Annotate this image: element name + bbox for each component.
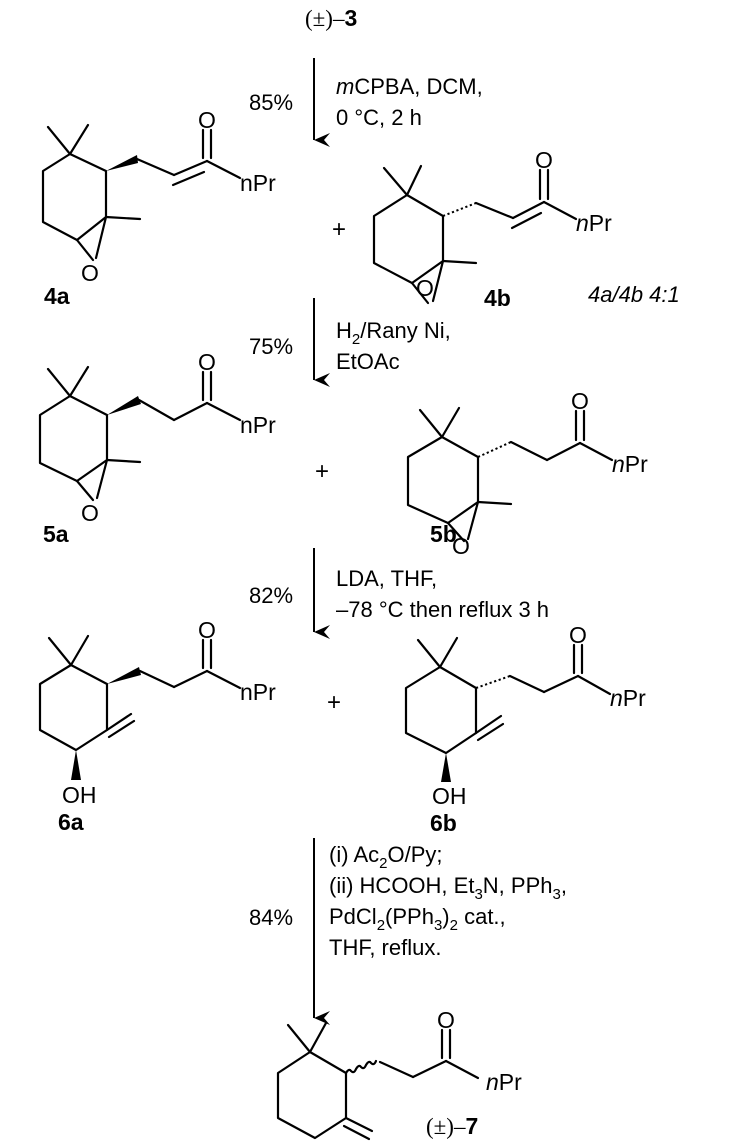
structure-6a: O nPr OH 6a <box>38 617 276 835</box>
condition-text: , <box>561 873 567 898</box>
condition-text: /Rany Ni, <box>360 318 450 343</box>
yield-step-2: 75% <box>249 334 293 359</box>
condition-text: m <box>336 74 354 99</box>
starting-material-label: (±)–3 <box>305 5 357 31</box>
condition-text: (i) Ac <box>329 842 379 867</box>
conditions-step-2: H2/Rany Ni, EtOAc <box>336 318 451 374</box>
compound-label-4b: 4b <box>484 285 511 311</box>
condition-text: CPBA, DCM, <box>354 74 482 99</box>
npr-group-5a: nPr <box>240 412 276 438</box>
compound-label-5a: 5a <box>43 521 69 547</box>
yield-step-1: 85% <box>249 90 293 115</box>
carbonyl-oxygen-4a: O <box>198 107 216 133</box>
condition-text: 0 °C, 2 h <box>336 105 422 130</box>
condition-text: 2 <box>377 917 385 934</box>
condition-text: O/Py; <box>387 842 442 867</box>
compound-label-6a: 6a <box>58 809 84 835</box>
condition-text: 2 <box>352 331 360 348</box>
condition-text: 2 <box>450 917 458 934</box>
plus-sign-1: + <box>332 216 346 243</box>
structure-4b: O nPr O 4b <box>372 147 612 311</box>
condition-text: 3 <box>474 886 482 903</box>
condition-text: 3 <box>434 917 442 934</box>
structure-5b: O nPr O 5b <box>406 388 648 559</box>
condition-text: H <box>336 318 352 343</box>
carbonyl-oxygen-6a: O <box>198 617 216 643</box>
condition-text: (ii) HCOOH, Et <box>329 873 474 898</box>
yield-step-3: 82% <box>249 583 293 608</box>
carbonyl-oxygen-5b: O <box>571 388 589 414</box>
epoxide-oxygen-5b: O <box>452 533 470 559</box>
carbonyl-oxygen-5a: O <box>198 349 216 375</box>
plus-sign-3: + <box>327 689 341 716</box>
conditions-step-4: (i) Ac2O/Py;(ii) HCOOH, Et3N, PPh3,PdCl2… <box>329 842 567 960</box>
epoxide-oxygen-4a: O <box>81 260 99 286</box>
condition-text: LDA, THF, <box>336 566 437 591</box>
condition-text: –78 °C then reflux 3 h <box>336 597 549 622</box>
compound-label-6b: 6b <box>430 810 457 836</box>
epoxide-oxygen-5a: O <box>81 500 99 526</box>
npr-group-7: nPr <box>486 1069 522 1095</box>
condition-text: EtOAc <box>336 349 400 374</box>
npr-group-6a: nPr <box>240 679 276 705</box>
structure-7: O nPr <box>276 1007 522 1141</box>
compound-label-4a: 4a <box>44 283 70 309</box>
condition-text: cat., <box>458 904 506 929</box>
carbonyl-oxygen-7: O <box>437 1007 455 1033</box>
structure-5a: O nPr O 5a <box>38 349 276 547</box>
hydroxyl-6b: OH <box>432 783 467 809</box>
yield-step-4: 84% <box>249 905 293 930</box>
product-label: (±)–7 <box>426 1113 478 1139</box>
structure-4a: O nPr O 4a <box>41 107 276 309</box>
hydroxyl-6a: OH <box>62 782 97 808</box>
condition-text: N, PPh <box>483 873 553 898</box>
condition-text: 2 <box>379 855 387 872</box>
compound-label-5b: 5b <box>430 521 457 547</box>
condition-text: ) <box>442 904 449 929</box>
npr-group-4b: nPr <box>576 210 612 236</box>
conditions-step-3: LDA, THF, –78 °C then reflux 3 h <box>336 566 549 622</box>
condition-text: 3 <box>553 886 561 903</box>
npr-group-4a: nPr <box>240 170 276 196</box>
npr-group-5b: nPr <box>612 451 648 477</box>
condition-text: THF, reflux. <box>329 935 441 960</box>
isomer-ratio: 4a/4b 4:1 <box>588 282 680 307</box>
condition-text: (PPh <box>385 904 434 929</box>
conditions-step-1: mCPBA, DCM, 0 °C, 2 h <box>336 74 483 130</box>
structure-6b: O nPr OH 6b <box>404 622 646 836</box>
plus-sign-2: + <box>315 458 329 485</box>
epoxide-oxygen-4b: O <box>416 275 434 301</box>
carbonyl-oxygen-4b: O <box>535 147 553 173</box>
carbonyl-oxygen-6b: O <box>569 622 587 648</box>
condition-text: PdCl <box>329 904 377 929</box>
npr-group-6b: nPr <box>610 685 646 711</box>
